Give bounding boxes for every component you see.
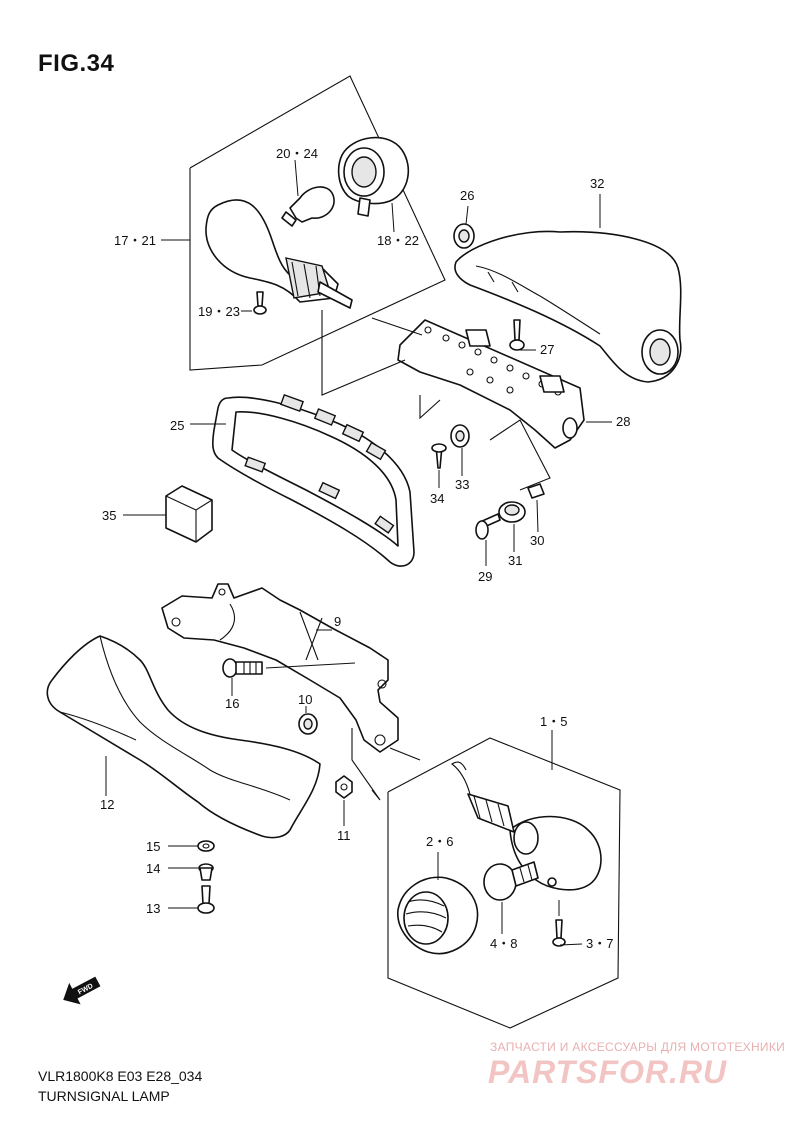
label-32: 32 [590,176,604,191]
tail-cover-part-32 [454,230,682,383]
label-10: 10 [298,692,312,707]
label-35: 35 [102,508,116,523]
bolt-part-29 [475,513,501,566]
label-29: 29 [478,569,492,584]
washer-part-15 [168,840,215,852]
bolt-part-27 [509,319,525,351]
leader-lines-upper [161,159,395,312]
label-4-8: 4・8 [490,936,517,951]
forward-arrow-icon: FWD [63,976,101,1005]
label-12: 12 [100,797,114,812]
assembly-guide-lines-upper [321,310,551,491]
figure-title: FIG.34 [38,50,115,77]
label-1-5: 1・5 [540,714,567,729]
label-20-24: 20・24 [276,146,318,161]
label-27: 27 [540,342,554,357]
collar-part-33 [450,424,470,476]
grommet-part-14 [168,863,214,881]
lower-lamp-callout-box [387,730,621,1029]
model-code: VLR1800K8 E03 E28_034 [38,1068,203,1084]
label-17-21: 17・21 [114,233,156,248]
nut-part-11 [335,775,353,826]
bulb-part-upper [281,186,335,227]
label-16: 16 [225,696,239,711]
label-3-7: 3・7 [586,936,613,951]
watermark-logo: PARTSFOR.RU [488,1054,728,1090]
collar-part-10 [298,706,318,735]
label-34: 34 [430,491,444,506]
label-28: 28 [616,414,630,429]
signal-bracket-part-9 [161,583,399,753]
screw-part-13 [168,885,215,914]
rear-lamp-housing-part [205,199,353,309]
label-13: 13 [146,901,160,916]
label-2-6: 2・6 [426,834,453,849]
watermark-tagline: ЗАПЧАСТИ И АКСЕССУАРЫ ДЛЯ МОТОТЕХНИКИ [490,1040,786,1054]
screw-part-3-7 [552,900,566,947]
figure-name: TURNSIGNAL LAMP [38,1088,170,1104]
label-25: 25 [170,418,184,433]
nut-part-30 [527,483,545,533]
bolt-part-16 [222,658,356,696]
signal-cover-part-12 [46,635,321,839]
relay-part-35 [123,485,213,543]
label-30: 30 [530,533,544,548]
screw-part-19-23 [253,291,267,315]
assembly-guide-lines-lower [351,728,421,801]
label-19-23: 19・23 [198,304,240,319]
screw-part-34 [431,443,447,488]
turnsignal-bulb-part-4-8 [483,861,539,934]
label-33: 33 [455,477,469,492]
grommet-part-26 [453,223,475,249]
fwd-label: FWD [77,983,94,997]
license-lens-frame-part-25 [190,393,415,567]
label-18-22: 18・22 [377,233,419,248]
label-9: 9 [334,614,341,629]
lamp-bracket-part-28 [397,319,585,449]
label-14: 14 [146,861,160,876]
washer-nut-part-31 [498,501,526,552]
socket-part-upper [337,136,410,217]
label-15: 15 [146,839,160,854]
turnsignal-lens-part-2-6 [397,852,479,955]
upper-bulb-callout-box [189,75,446,371]
label-31: 31 [508,553,522,568]
part-number-labels: 20・24 17・21 18・22 19・23 26 32 27 28 25 3… [100,146,630,951]
label-26: 26 [460,188,474,203]
label-11: 11 [337,828,351,843]
